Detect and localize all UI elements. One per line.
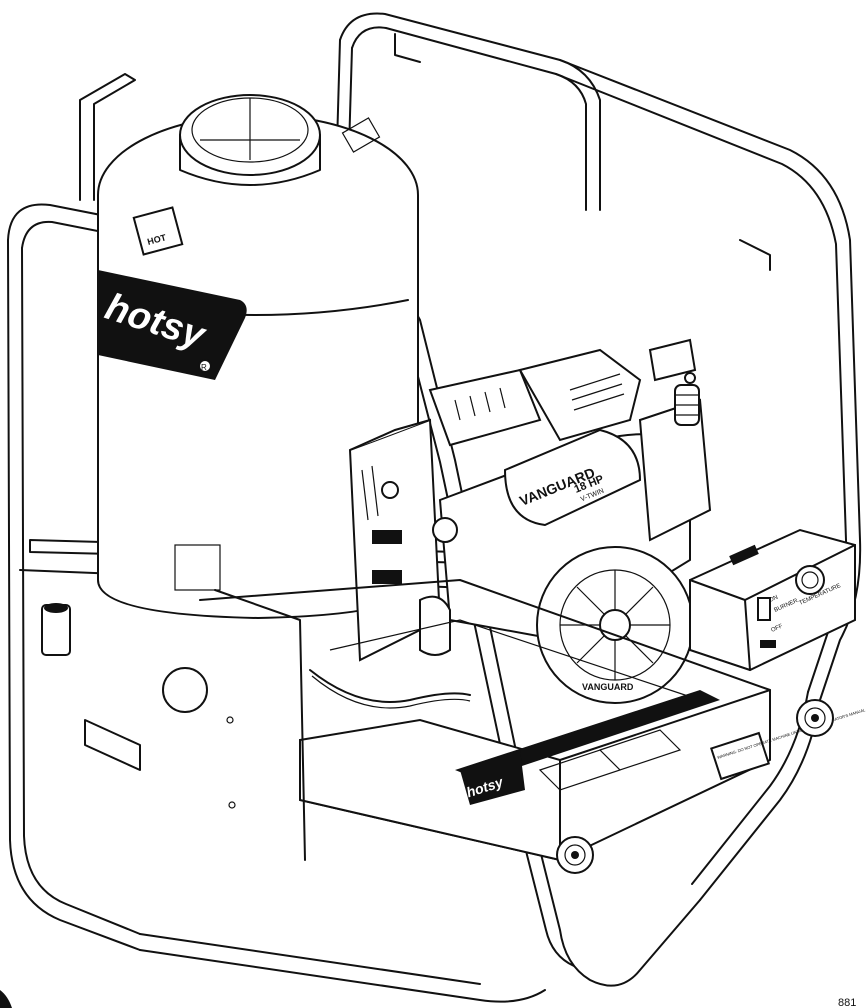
hot-warning-sticker: HOT (132, 206, 184, 256)
svg-text:ON: ON (768, 595, 779, 604)
flywheel-fan-cover: VANGUARD (536, 546, 694, 704)
base-warning-notice: WARNING: DO NOT OPERATE MACHINE UNTIL YO… (710, 707, 867, 781)
fuel-fill-cap (556, 836, 594, 874)
figure-number: 881 (838, 997, 856, 1008)
svg-text:WARNING: DO NOT OPERATE MACHIN: WARNING: DO NOT OPERATE MACHINE UNTIL YO… (717, 707, 867, 760)
svg-text:OFF: OFF (770, 623, 784, 633)
base-hotsy-decal: hotsy (460, 750, 525, 805)
corner-registration-mark (0, 990, 12, 1008)
boiler-tank: HOT hotsy R (97, 94, 419, 620)
water-fill-cap (796, 699, 834, 737)
burner-control-panel: ON BURNER OFF TEMPERATURE (689, 528, 856, 672)
engine-assembly: VANGUARD 18 HP V-TWIN VANGUARD (348, 338, 712, 704)
svg-text:HOT: HOT (146, 232, 167, 247)
base-and-fuel-tank: hotsy WARNING: DO NOT OPERATE MACHINE UN… (41, 579, 867, 874)
vanguard-valve-cover: VANGUARD 18 HP V-TWIN (503, 428, 642, 527)
svg-text:R: R (201, 363, 207, 372)
svg-text:VANGUARD: VANGUARD (582, 682, 634, 692)
hotsy-logo: hotsy R (98, 270, 247, 380)
